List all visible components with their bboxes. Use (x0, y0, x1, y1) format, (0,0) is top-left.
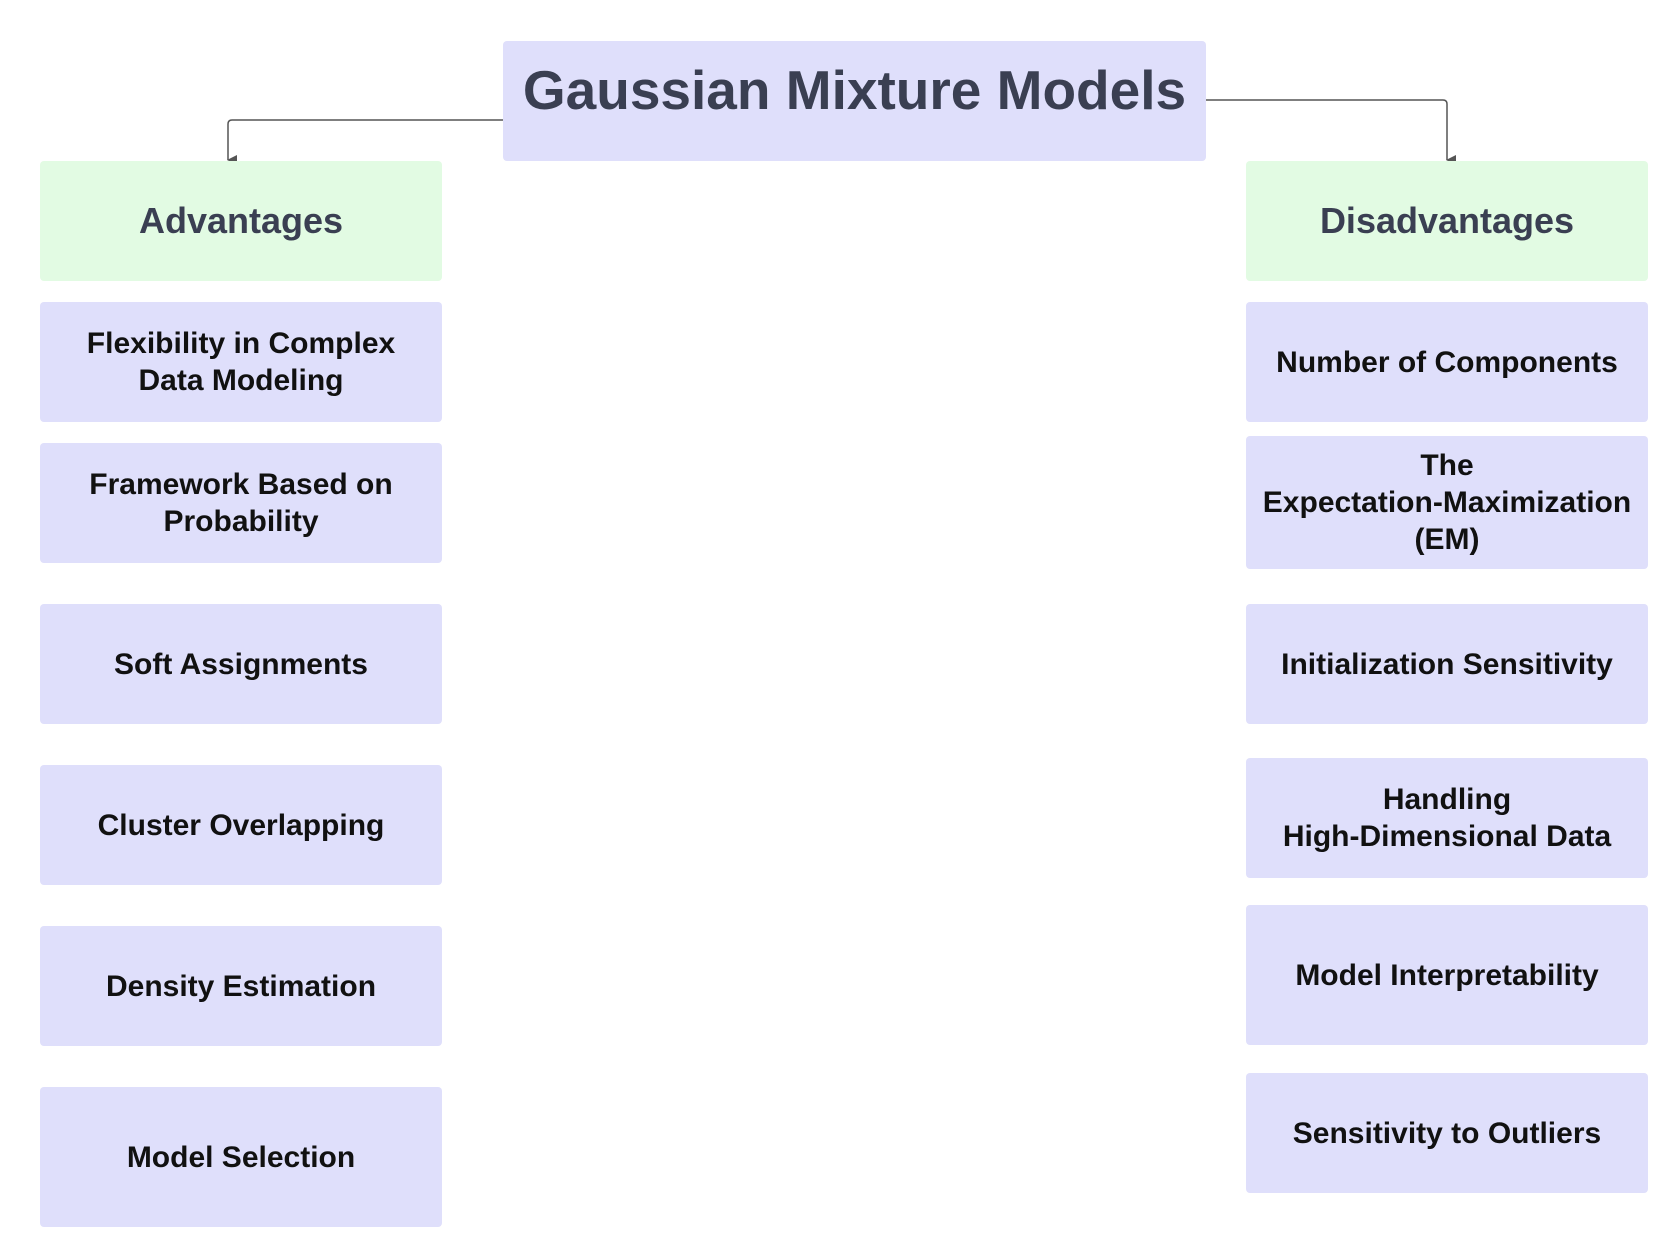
disadvantage-item-label: The Expectation-Maximization (EM) (1262, 449, 1632, 556)
advantage-item-label: Soft Assignments (114, 647, 368, 681)
advantage-item-label: Model Selection (126, 1140, 356, 1174)
disadvantage-item: Number of Components (1246, 302, 1648, 422)
disadvantage-item-label: Sensitivity to Outliers (1292, 1116, 1602, 1150)
disadvantage-item: Initialization Sensitivity (1246, 604, 1648, 724)
disadvantage-item: Sensitivity to Outliers (1246, 1073, 1648, 1193)
disadvantage-item: Handling High-Dimensional Data (1246, 758, 1648, 878)
advantages-header: Advantages (40, 161, 442, 281)
disadvantages-header: Disadvantages (1246, 161, 1648, 281)
disadvantage-item-label: Model Interpretability (1295, 958, 1599, 992)
advantage-item: Framework Based on Probability (40, 443, 442, 563)
advantage-item: Flexibility in Complex Data Modeling (40, 302, 442, 422)
diagram-title: Gaussian Mixture Models (503, 41, 1206, 161)
disadvantage-item-label: Handling High-Dimensional Data (1282, 783, 1612, 853)
advantage-item-label: Framework Based on Probability (89, 468, 393, 538)
advantage-item: Model Selection (40, 1087, 442, 1227)
disadvantage-item: The Expectation-Maximization (EM) (1246, 436, 1648, 569)
advantage-item: Density Estimation (40, 926, 442, 1046)
disadvantage-item-label: Initialization Sensitivity (1281, 647, 1613, 681)
connector-to-advantages (227, 119, 503, 165)
disadvantage-item: Model Interpretability (1246, 905, 1648, 1045)
connector-to-disadvantages (1206, 99, 1456, 165)
advantage-item: Soft Assignments (40, 604, 442, 724)
advantage-item-label: Density Estimation (105, 969, 377, 1003)
advantage-item-label: Flexibility in Complex Data Modeling (86, 327, 396, 397)
disadvantage-item-label: Number of Components (1276, 345, 1618, 379)
advantage-item: Cluster Overlapping (40, 765, 442, 885)
advantage-item-label: Cluster Overlapping (97, 808, 385, 842)
